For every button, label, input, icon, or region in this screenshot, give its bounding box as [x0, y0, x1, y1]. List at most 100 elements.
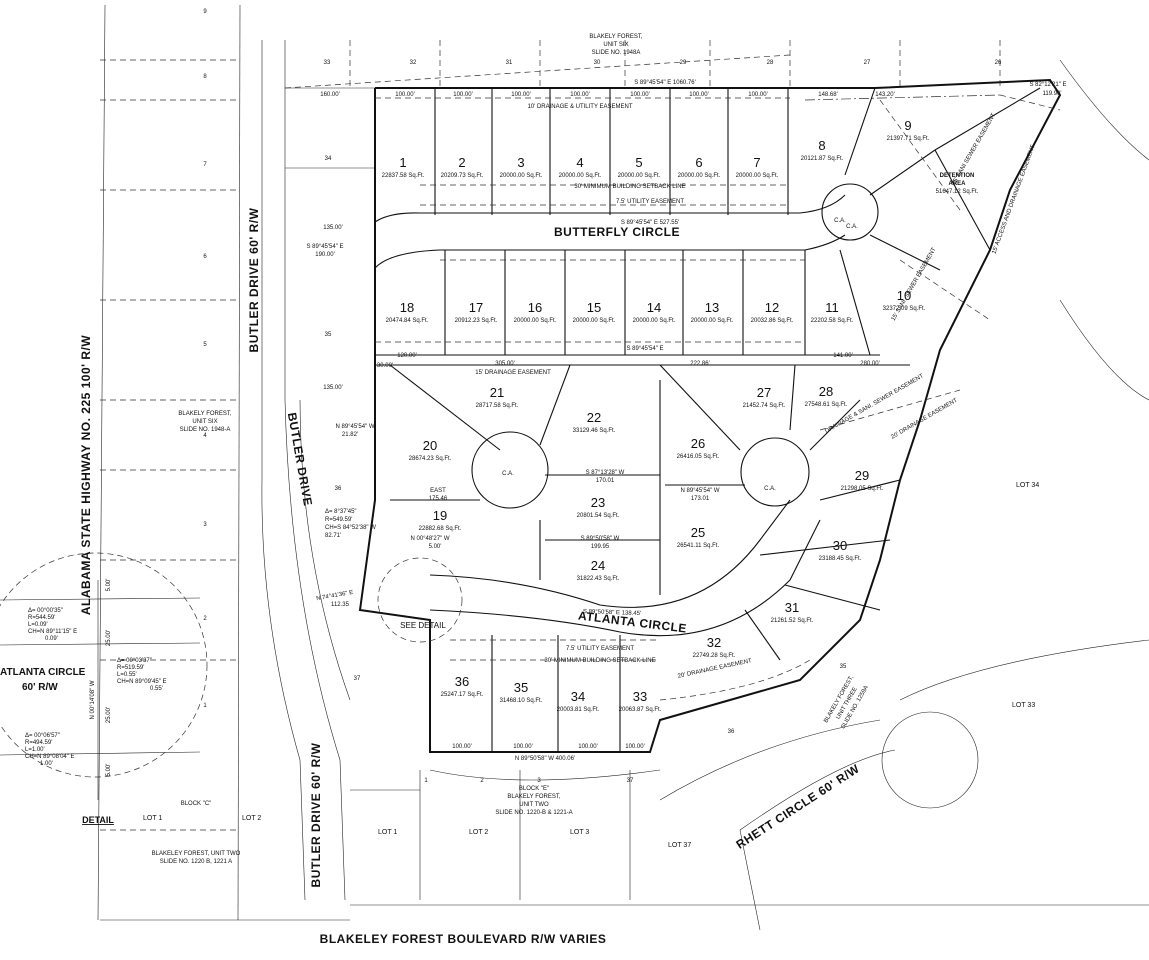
lot-number-11: 11 [825, 300, 839, 315]
setback-bot: 30' MINIMUM BUILDING SETBACK LINE [544, 658, 655, 664]
dim-b2: 100.00' [513, 744, 533, 750]
lot-area-16: 20000.00 Sq.Ft. [514, 318, 557, 324]
lot37: LOT 37 [668, 842, 691, 849]
dimension-labels: 100.00' 100.00' 100.00' 100.00' 100.00' … [320, 92, 895, 750]
dim-305: 305.00' [495, 361, 515, 367]
lot-number-19: 19 [433, 508, 447, 523]
lot-number-16: 16 [528, 300, 542, 315]
detail-d25b: 25.00' [106, 707, 112, 723]
detail-c3-4: CH=N 89°08'04" E [25, 754, 75, 760]
lot-area-32: 22749.28 Sq.Ft. [693, 653, 736, 659]
dim-222: 222.86' [690, 361, 710, 367]
dim-1: 100.00' [395, 92, 415, 98]
n8945-dist: 173.01 [691, 496, 710, 502]
lot-number-23: 23 [591, 495, 605, 510]
unit-two-bottom-3: UNIT TWO [519, 802, 549, 808]
butler-dist: 190.00' [315, 252, 335, 258]
lot-area-36: 25247.17 Sq.Ft. [441, 692, 484, 698]
s873: S 87°13'28" W [586, 470, 625, 476]
n7441: N 74°41'36" E [316, 590, 354, 602]
lot1a: LOT 1 [143, 815, 162, 822]
annotation-labels: BLAKELY FOREST, UNIT SIX SLIDE NO. 1948A… [82, 34, 1039, 865]
curve19-4: 82.71' [325, 533, 341, 539]
s8950: S 89°50'58" W [581, 536, 620, 542]
lot-area-9: 21397.71 Sq.Ft. [887, 136, 930, 142]
detail-c1-4: CH=N 89°11'15" E [28, 629, 77, 635]
n7441-dist: 112.35 [331, 602, 350, 608]
dim-3: 100.00' [511, 92, 531, 98]
unit-two-left-1: BLAKELEY FOREST, UNIT TWO [152, 851, 241, 857]
grid-bottom-2: 2 [480, 778, 484, 784]
lot-number-10: 10 [897, 288, 911, 303]
dim-148: 148.68' [818, 92, 838, 98]
lot-area-4: 20000.00 Sq.Ft. [559, 173, 602, 179]
dim-2: 100.00' [453, 92, 473, 98]
lot-number-30: 30 [833, 538, 847, 553]
lot-area-20: 28674.23 Sq.Ft. [409, 456, 452, 462]
lot-area-35: 31468.10 Sq.Ft. [500, 698, 543, 704]
lot-area-19: 22882.68 Sq.Ft. [419, 526, 462, 532]
detail-box: Δ= 00°00'35" R=544.59' L=0.09' CH=N 89°1… [0, 579, 167, 777]
grid-inner-34: 34 [325, 156, 332, 162]
butterfly-north-bearing: S 89°45'54" E 527.55' [621, 220, 679, 226]
lot-area-24: 31822.43 Sq.Ft. [577, 576, 620, 582]
dim-160: 160.00' [320, 92, 340, 98]
lot-area-22: 33129.46 Sq.Ft. [573, 428, 616, 434]
dim-b1: 100.00' [452, 744, 472, 750]
detail-c3-1: Δ= 00°06'57" [25, 733, 60, 739]
detail-c1-2: R=544.59' [28, 615, 55, 621]
butterfly-circle-label: BUTTERFLY CIRCLE [554, 225, 680, 239]
detail-c2-4: CH=N 89°09'45" E [117, 679, 167, 685]
n8945: N 89°45'54" W [680, 488, 719, 494]
grid-left-8: 8 [203, 74, 207, 80]
lot14-bearing: S 89°45'54" E [626, 346, 663, 352]
lot-area-18: 20474.84 Sq.Ft. [386, 318, 429, 324]
lot-number-3: 3 [517, 155, 524, 170]
subdivision-boundary [358, 78, 1062, 753]
lot-number-4: 4 [576, 155, 583, 170]
top-right-dist: 119.90' [1042, 91, 1061, 97]
lot-number-2: 2 [458, 155, 465, 170]
grid-top-31: 31 [506, 60, 513, 66]
detail-d5b: 5.00' [106, 764, 112, 777]
butler-drive-label: BUTLER DRIVE [285, 411, 315, 507]
grid-inner-37: 37 [354, 676, 361, 682]
bottom-bearing: N 89°50'58" W 400.06' [515, 756, 575, 762]
grid-left-7: 7 [203, 162, 207, 168]
detail-bearing: N 00°14'08" W [90, 680, 96, 719]
lot33: LOT 33 [1012, 702, 1035, 709]
grid-inner-35: 35 [325, 332, 332, 338]
dim-120: 120.00' [397, 353, 417, 359]
top-right-bearing: S 82°12'21" E [1029, 82, 1066, 88]
lot-number-7: 7 [753, 155, 760, 170]
utility-bot: 7.5' UTILITY EASEMENT [566, 646, 634, 652]
unit-two-bottom-2: BLAKELY FOREST, [507, 794, 560, 800]
rhett-circle-label: RHETT CIRCLE 60' R/W [734, 761, 863, 851]
lot-area-29: 21298.05 Sq.Ft. [841, 486, 884, 492]
lot-area-30: 23188.45 Sq.Ft. [819, 556, 862, 562]
lot-area-31: 21261.52 Sq.Ft. [771, 618, 814, 624]
detail-c1-5: 0.09' [45, 636, 58, 642]
lot-number-8: 8 [818, 138, 825, 153]
dim-135b: 135.00' [323, 385, 343, 391]
grid-left-6: 6 [203, 254, 207, 260]
lot-area-34: 20003.81 Sq.Ft. [557, 707, 600, 713]
grid-left-9: 9 [203, 9, 207, 15]
grid-inner-36: 36 [335, 486, 342, 492]
drainage-mid: 15' DRAINAGE EASEMENT [475, 370, 551, 376]
lot-number-29: 29 [855, 468, 869, 483]
lot-number-17: 17 [469, 300, 483, 315]
n-bear: N 89°45'54" W [335, 424, 374, 430]
lot-area-11: 22202.58 Sq.Ft. [811, 318, 854, 324]
block-c: BLOCK "C" [181, 801, 212, 807]
access: 15' ACCESS AND DRAINAGE EASEMENT [991, 144, 1036, 255]
lot-area-7: 20000.00 Sq.Ft. [736, 173, 779, 179]
lot-number-15: 15 [587, 300, 601, 315]
highway-label: ALABAMA STATE HIGHWAY NO. 225 100' R/W [79, 335, 93, 616]
lot-number-33: 33 [633, 689, 647, 704]
butler-drive-row-label: BUTLER DRIVE 60' R/W [247, 207, 261, 352]
easement-lines [375, 94, 1061, 701]
lot-number-21: 21 [490, 385, 504, 400]
lot-number-6: 6 [695, 155, 702, 170]
unit-two-bottom-4: SLIDE NO. 1220-B & 1221-A [495, 810, 572, 816]
